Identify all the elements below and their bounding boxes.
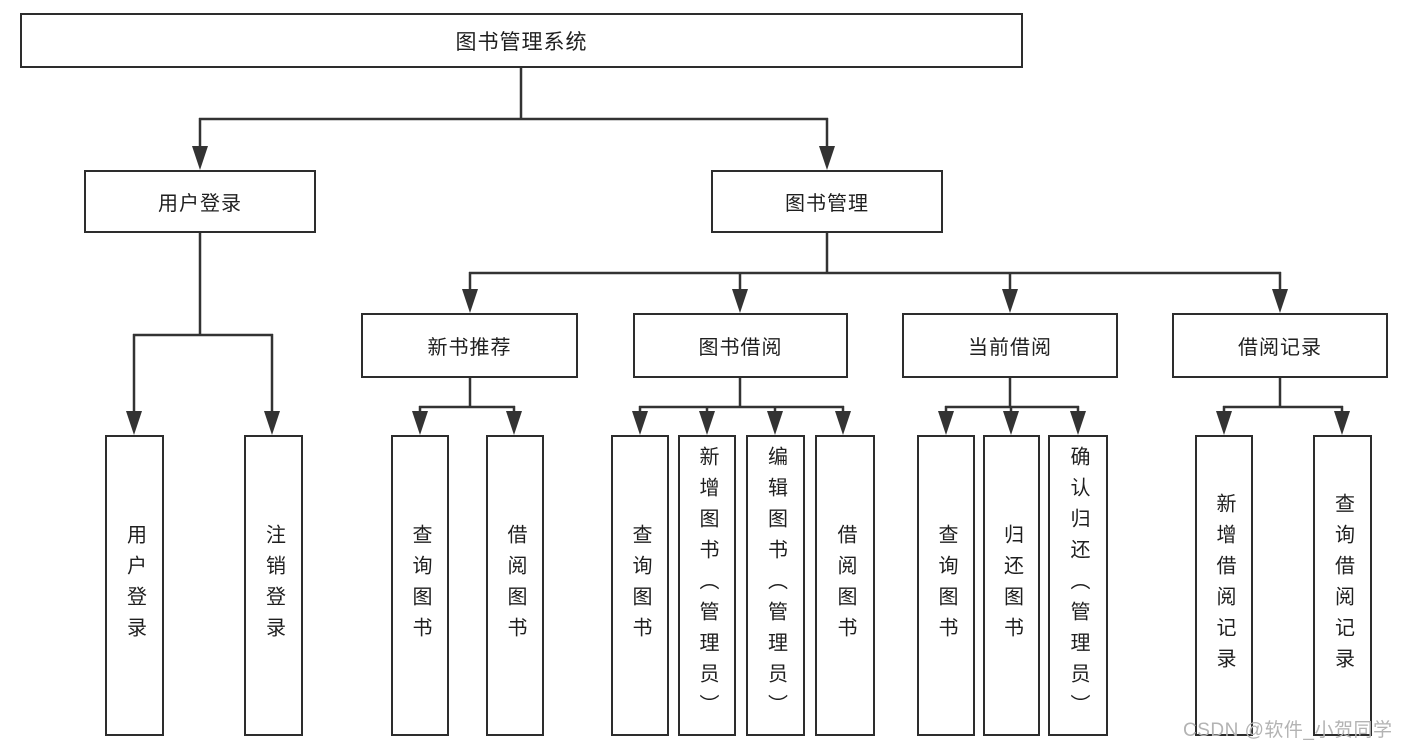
leaf-logout: 注销登录 <box>244 435 303 736</box>
leaf-borrow-books-recommend: 借阅图书 <box>486 435 544 736</box>
watermark-text: CSDN @软件_小贺同学 <box>1183 720 1393 741</box>
leaf-label: 新增借阅记录 <box>1213 492 1235 679</box>
node-label: 用户登录 <box>158 193 242 215</box>
leaf-query-books-recommend: 查询图书 <box>391 435 449 736</box>
leaf-confirm-return-admin: 确认归还（管理员） <box>1048 435 1108 736</box>
leaf-user-login: 用户登录 <box>105 435 164 736</box>
node-borrowing-records: 借阅记录 <box>1172 313 1388 378</box>
leaf-query-borrow-record: 查询借阅记录 <box>1313 435 1372 736</box>
leaf-label: 归还图书 <box>1000 523 1023 648</box>
leaf-label: 查询借阅记录 <box>1331 492 1354 679</box>
leaf-borrow-books: 借阅图书 <box>815 435 875 736</box>
leaf-label: 编辑图书（管理员） <box>764 446 787 725</box>
leaf-label: 借阅图书 <box>504 523 526 648</box>
leaf-label: 查询图书 <box>935 523 957 648</box>
leaf-label: 借阅图书 <box>834 523 856 648</box>
node-current-borrowing: 当前借阅 <box>902 313 1118 378</box>
node-book-management: 图书管理 <box>711 170 943 233</box>
node-label: 图书管理系统 <box>455 30 588 54</box>
leaf-label: 确认归还（管理员） <box>1067 446 1089 725</box>
leaf-label: 新增图书（管理员） <box>696 446 718 725</box>
node-library-management-system: 图书管理系统 <box>20 13 1023 68</box>
leaf-query-books-current: 查询图书 <box>917 435 975 736</box>
node-label: 图书借阅 <box>698 337 783 359</box>
leaf-add-books-admin: 新增图书（管理员） <box>678 435 736 736</box>
node-new-book-recommendation: 新书推荐 <box>361 313 578 378</box>
node-user-login: 用户登录 <box>84 170 316 233</box>
node-label: 图书管理 <box>785 193 869 215</box>
leaf-label: 查询图书 <box>409 523 431 648</box>
leaf-edit-books-admin: 编辑图书（管理员） <box>746 435 805 736</box>
leaf-label: 查询图书 <box>629 523 651 648</box>
leaf-query-books-borrow: 查询图书 <box>611 435 669 736</box>
leaf-label: 用户登录 <box>123 523 146 648</box>
node-label: 新书推荐 <box>427 337 512 359</box>
leaf-label: 注销登录 <box>262 523 285 648</box>
leaf-return-books: 归还图书 <box>983 435 1040 736</box>
node-label: 借阅记录 <box>1238 337 1322 359</box>
node-label: 当前借阅 <box>968 337 1052 359</box>
leaf-add-borrow-record: 新增借阅记录 <box>1195 435 1253 736</box>
node-book-borrowing: 图书借阅 <box>633 313 848 378</box>
